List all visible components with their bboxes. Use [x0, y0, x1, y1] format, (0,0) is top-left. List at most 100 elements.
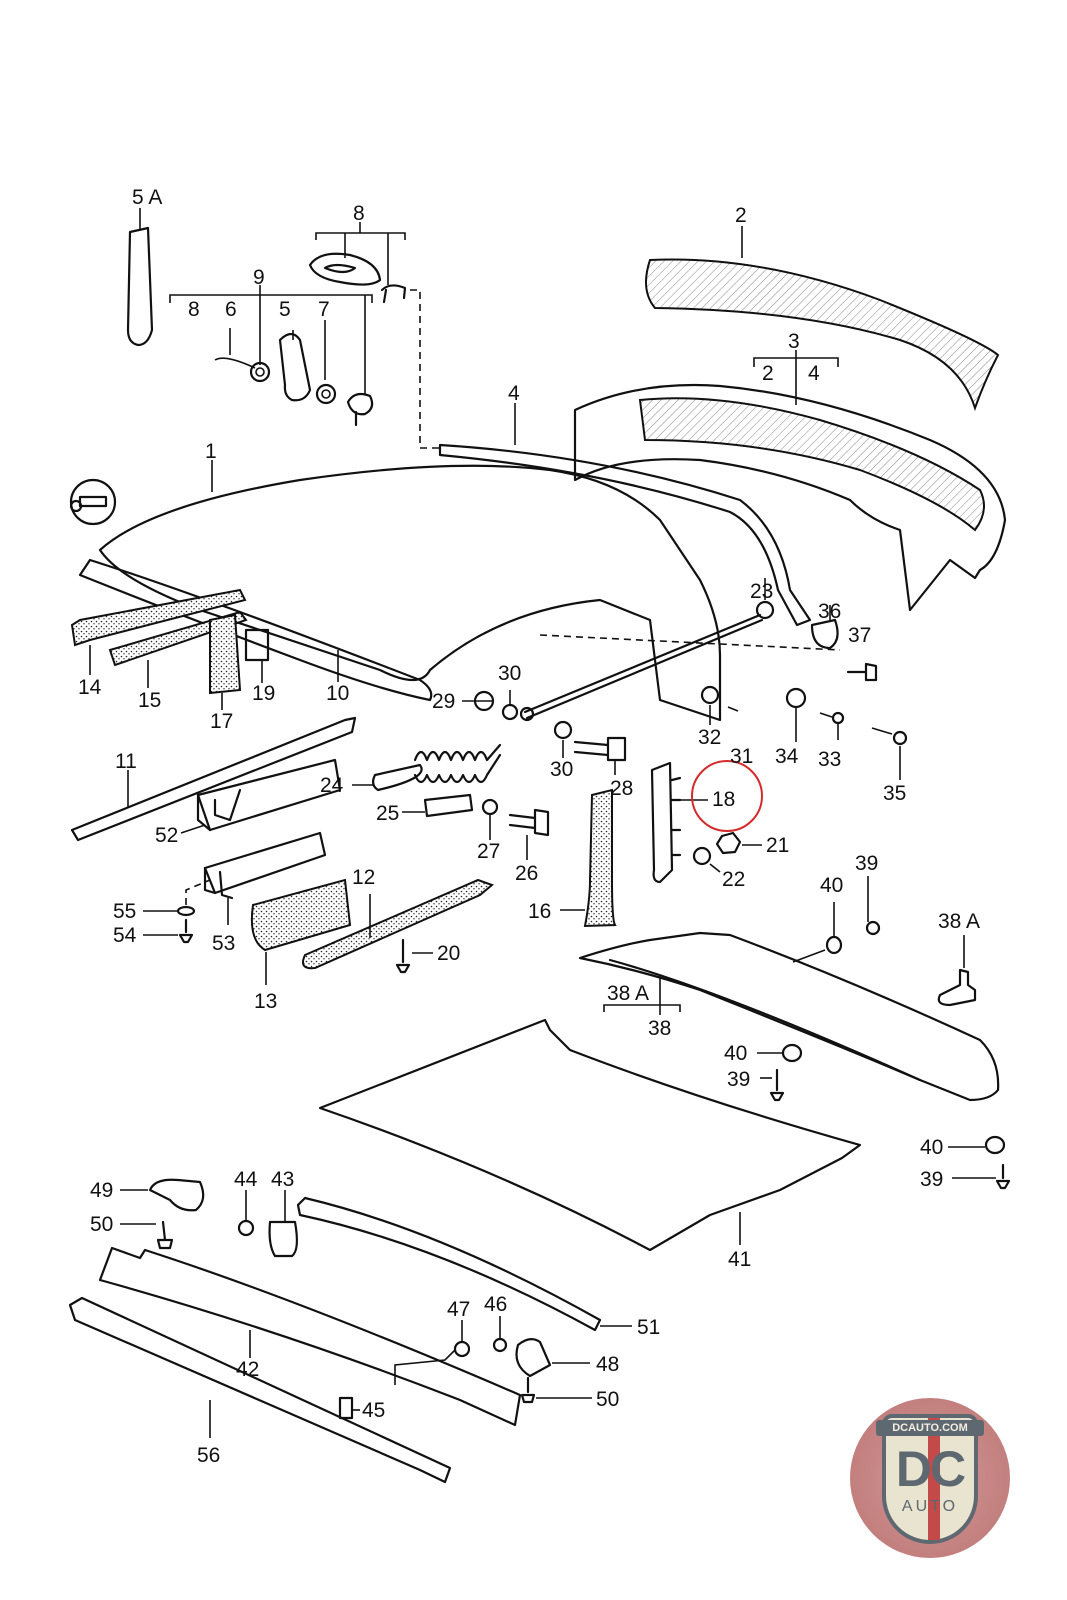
- part-3-rear-window-assembly: [573, 350, 1007, 612]
- logo-main-text: DC: [895, 1441, 966, 1497]
- part-49-50-handle: [120, 1178, 205, 1250]
- part-23-rod: [519, 578, 841, 722]
- part-37-screw: [846, 662, 878, 682]
- label-30-b: 30: [550, 758, 573, 781]
- label-38a-left: 38 A: [607, 982, 649, 1005]
- part-labels: 5 A 8 2 3 2 4 9 8 6 5 7 4 1 23 36 37 14 …: [78, 186, 980, 1467]
- label-9: 9: [253, 266, 265, 289]
- label-54: 54: [113, 924, 137, 947]
- part-12-seal: [302, 878, 494, 970]
- fasteners-39-40: [757, 876, 1011, 1190]
- label-25: 25: [376, 802, 399, 825]
- part-9-bracket-group: [169, 285, 374, 427]
- label-1: 1: [205, 440, 217, 463]
- label-3: 3: [788, 330, 800, 353]
- label-13: 13: [254, 990, 277, 1013]
- label-20: 20: [437, 942, 460, 965]
- part-42-front-rail: [98, 1246, 522, 1427]
- label-33: 33: [818, 748, 841, 771]
- label-46: 46: [484, 1293, 507, 1316]
- label-31: 31: [730, 745, 753, 768]
- part-4-seal-strip: [438, 403, 812, 627]
- label-3-2: 2: [762, 362, 774, 385]
- label-8-top: 8: [353, 202, 365, 225]
- part-41-headliner: [318, 1018, 862, 1252]
- label-39-c: 39: [920, 1168, 943, 1191]
- small-nuts-washers: [462, 685, 908, 840]
- label-50-b: 50: [596, 1388, 619, 1411]
- label-6: 6: [225, 298, 237, 321]
- part-2-rear-window: [645, 226, 1000, 412]
- part-18-bracket: [650, 760, 763, 884]
- label-36: 36: [818, 600, 841, 623]
- label-51: 51: [637, 1316, 660, 1339]
- part-44-43-lock: [237, 1190, 299, 1258]
- part-8-latch-bracket: [308, 222, 440, 449]
- label-53: 53: [212, 932, 235, 955]
- label-35: 35: [883, 782, 906, 805]
- part-21-22-nut-washer: [692, 831, 762, 873]
- label-12: 12: [352, 866, 375, 889]
- dcauto-logo: DCAUTO.COM DC AUTO: [850, 1398, 1010, 1558]
- part-52-channel: [180, 758, 342, 834]
- label-49: 49: [90, 1179, 113, 1202]
- label-40-c: 40: [920, 1136, 943, 1159]
- label-48: 48: [596, 1353, 619, 1376]
- label-5: 5: [279, 298, 291, 321]
- label-27: 27: [477, 840, 500, 863]
- label-45: 45: [362, 1399, 385, 1422]
- label-40-b: 40: [724, 1042, 747, 1065]
- label-39-a: 39: [855, 852, 878, 875]
- label-37: 37: [848, 624, 871, 647]
- label-14: 14: [78, 676, 102, 699]
- label-21: 21: [766, 834, 789, 857]
- part-26-bolt: [508, 808, 550, 860]
- label-55: 55: [113, 900, 136, 923]
- highlight-circle: [691, 760, 763, 832]
- part-24-spring: [352, 743, 502, 792]
- part-13-seal: [250, 878, 352, 985]
- part-56-lower-rail: [68, 1296, 452, 1484]
- logo-stripe: [928, 1418, 940, 1540]
- label-18: 18: [712, 788, 735, 811]
- label-50-a: 50: [90, 1213, 113, 1236]
- part-54-55-screw-washer: [143, 905, 196, 944]
- part-16-pillar-seal: [560, 788, 617, 928]
- label-56: 56: [197, 1444, 220, 1467]
- label-38a-right: 38 A: [938, 910, 980, 933]
- label-34: 34: [775, 745, 799, 768]
- label-39-b: 39: [727, 1068, 750, 1091]
- label-40-a: 40: [820, 874, 843, 897]
- label-32: 32: [698, 726, 721, 749]
- label-29: 29: [432, 690, 455, 713]
- logo-sub-text: AUTO: [901, 1498, 959, 1515]
- part-5a-lever: [126, 208, 154, 347]
- part-38a-clip: [937, 935, 977, 1007]
- part-46-47-48-50-parts: [453, 1316, 592, 1404]
- label-44: 44: [234, 1168, 258, 1191]
- part-36-stop: [810, 618, 839, 650]
- label-10: 10: [326, 682, 349, 705]
- part-45-bolt: [338, 1396, 360, 1420]
- logo-website-text: DCAUTO.COM: [876, 1420, 984, 1436]
- label-26: 26: [515, 862, 538, 885]
- part-20-screw: [395, 938, 433, 974]
- label-17: 17: [210, 710, 233, 733]
- label-24: 24: [320, 774, 344, 797]
- part-51-seal: [296, 1196, 632, 1332]
- label-22: 22: [722, 868, 745, 891]
- label-3-4: 4: [808, 362, 820, 385]
- label-11: 11: [115, 750, 137, 773]
- label-15: 15: [138, 689, 161, 712]
- part-28-bolt: [573, 736, 627, 775]
- label-41: 41: [728, 1248, 751, 1271]
- label-7: 7: [318, 298, 330, 321]
- label-30-a: 30: [498, 662, 521, 685]
- part-17-19-pads: [209, 613, 270, 710]
- label-38: 38: [648, 1017, 671, 1040]
- label-23: 23: [750, 580, 773, 603]
- label-16: 16: [528, 900, 551, 923]
- label-52: 52: [155, 824, 178, 847]
- label-47: 47: [447, 1298, 470, 1321]
